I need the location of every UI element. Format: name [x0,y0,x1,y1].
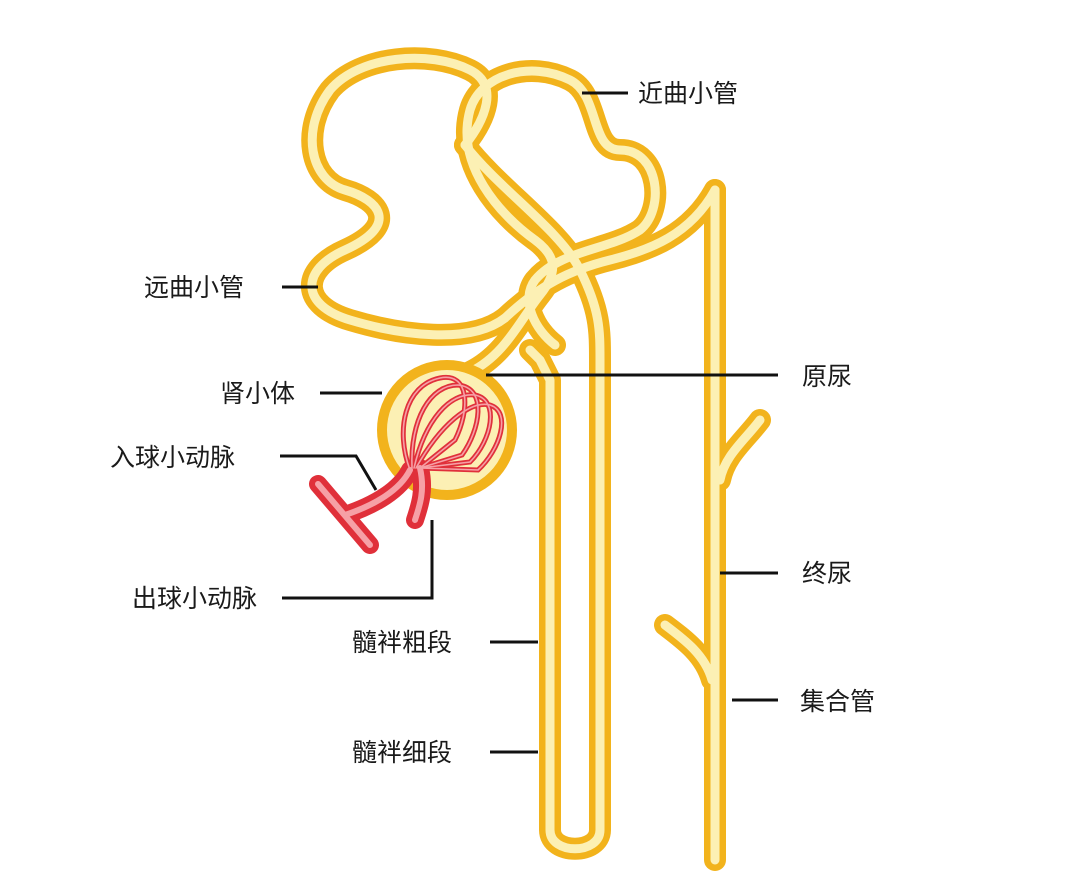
label-primary-urine: 原尿 [802,362,852,391]
label-collecting-duct: 集合管 [800,687,875,716]
label-loop-thick-segment: 髓袢粗段 [352,628,452,657]
label-afferent-arteriole: 入球小动脉 [110,443,235,472]
connecting-tubule-lumen [500,185,720,323]
glomerular-capillary-loop-highlight [413,394,492,469]
efferent-arteriole-vessel-highlight [412,465,426,523]
vessel-group [309,374,505,554]
labels: 近曲小管 远曲小管 肾小体 入球小动脉 出球小动脉 原尿 终尿 集合管 髓袢粗段… [110,79,875,767]
label-proximal-tubule: 近曲小管 [638,79,738,108]
glomerular-capillary-loop-highlight [402,376,466,471]
loop-descending-limb-lumen [525,345,605,854]
label-final-urine: 终尿 [802,559,852,588]
collecting-duct-branch-upper-lumen [715,415,765,485]
leader-afferent-arteriole [280,454,378,491]
glomerular-capillary-loop-highlight [415,403,503,471]
afferent-arteriole-vessel-highlight [315,467,413,548]
glomerulus [400,374,505,473]
label-loop-thin-segment: 髓袢细段 [352,738,452,767]
tubule-system [300,47,771,871]
leader-efferent-arteriole [282,520,434,600]
label-renal-corpuscle: 肾小体 [220,379,295,408]
label-efferent-arteriole: 出球小动脉 [132,584,257,613]
leader-lines [280,91,778,754]
collecting-duct-branch-lower-lumen [660,620,717,685]
glomerular-capillary-loop-highlight [411,384,479,469]
label-distal-tubule: 远曲小管 [144,273,244,302]
distal-convoluted-tubule-lumen [307,53,510,340]
